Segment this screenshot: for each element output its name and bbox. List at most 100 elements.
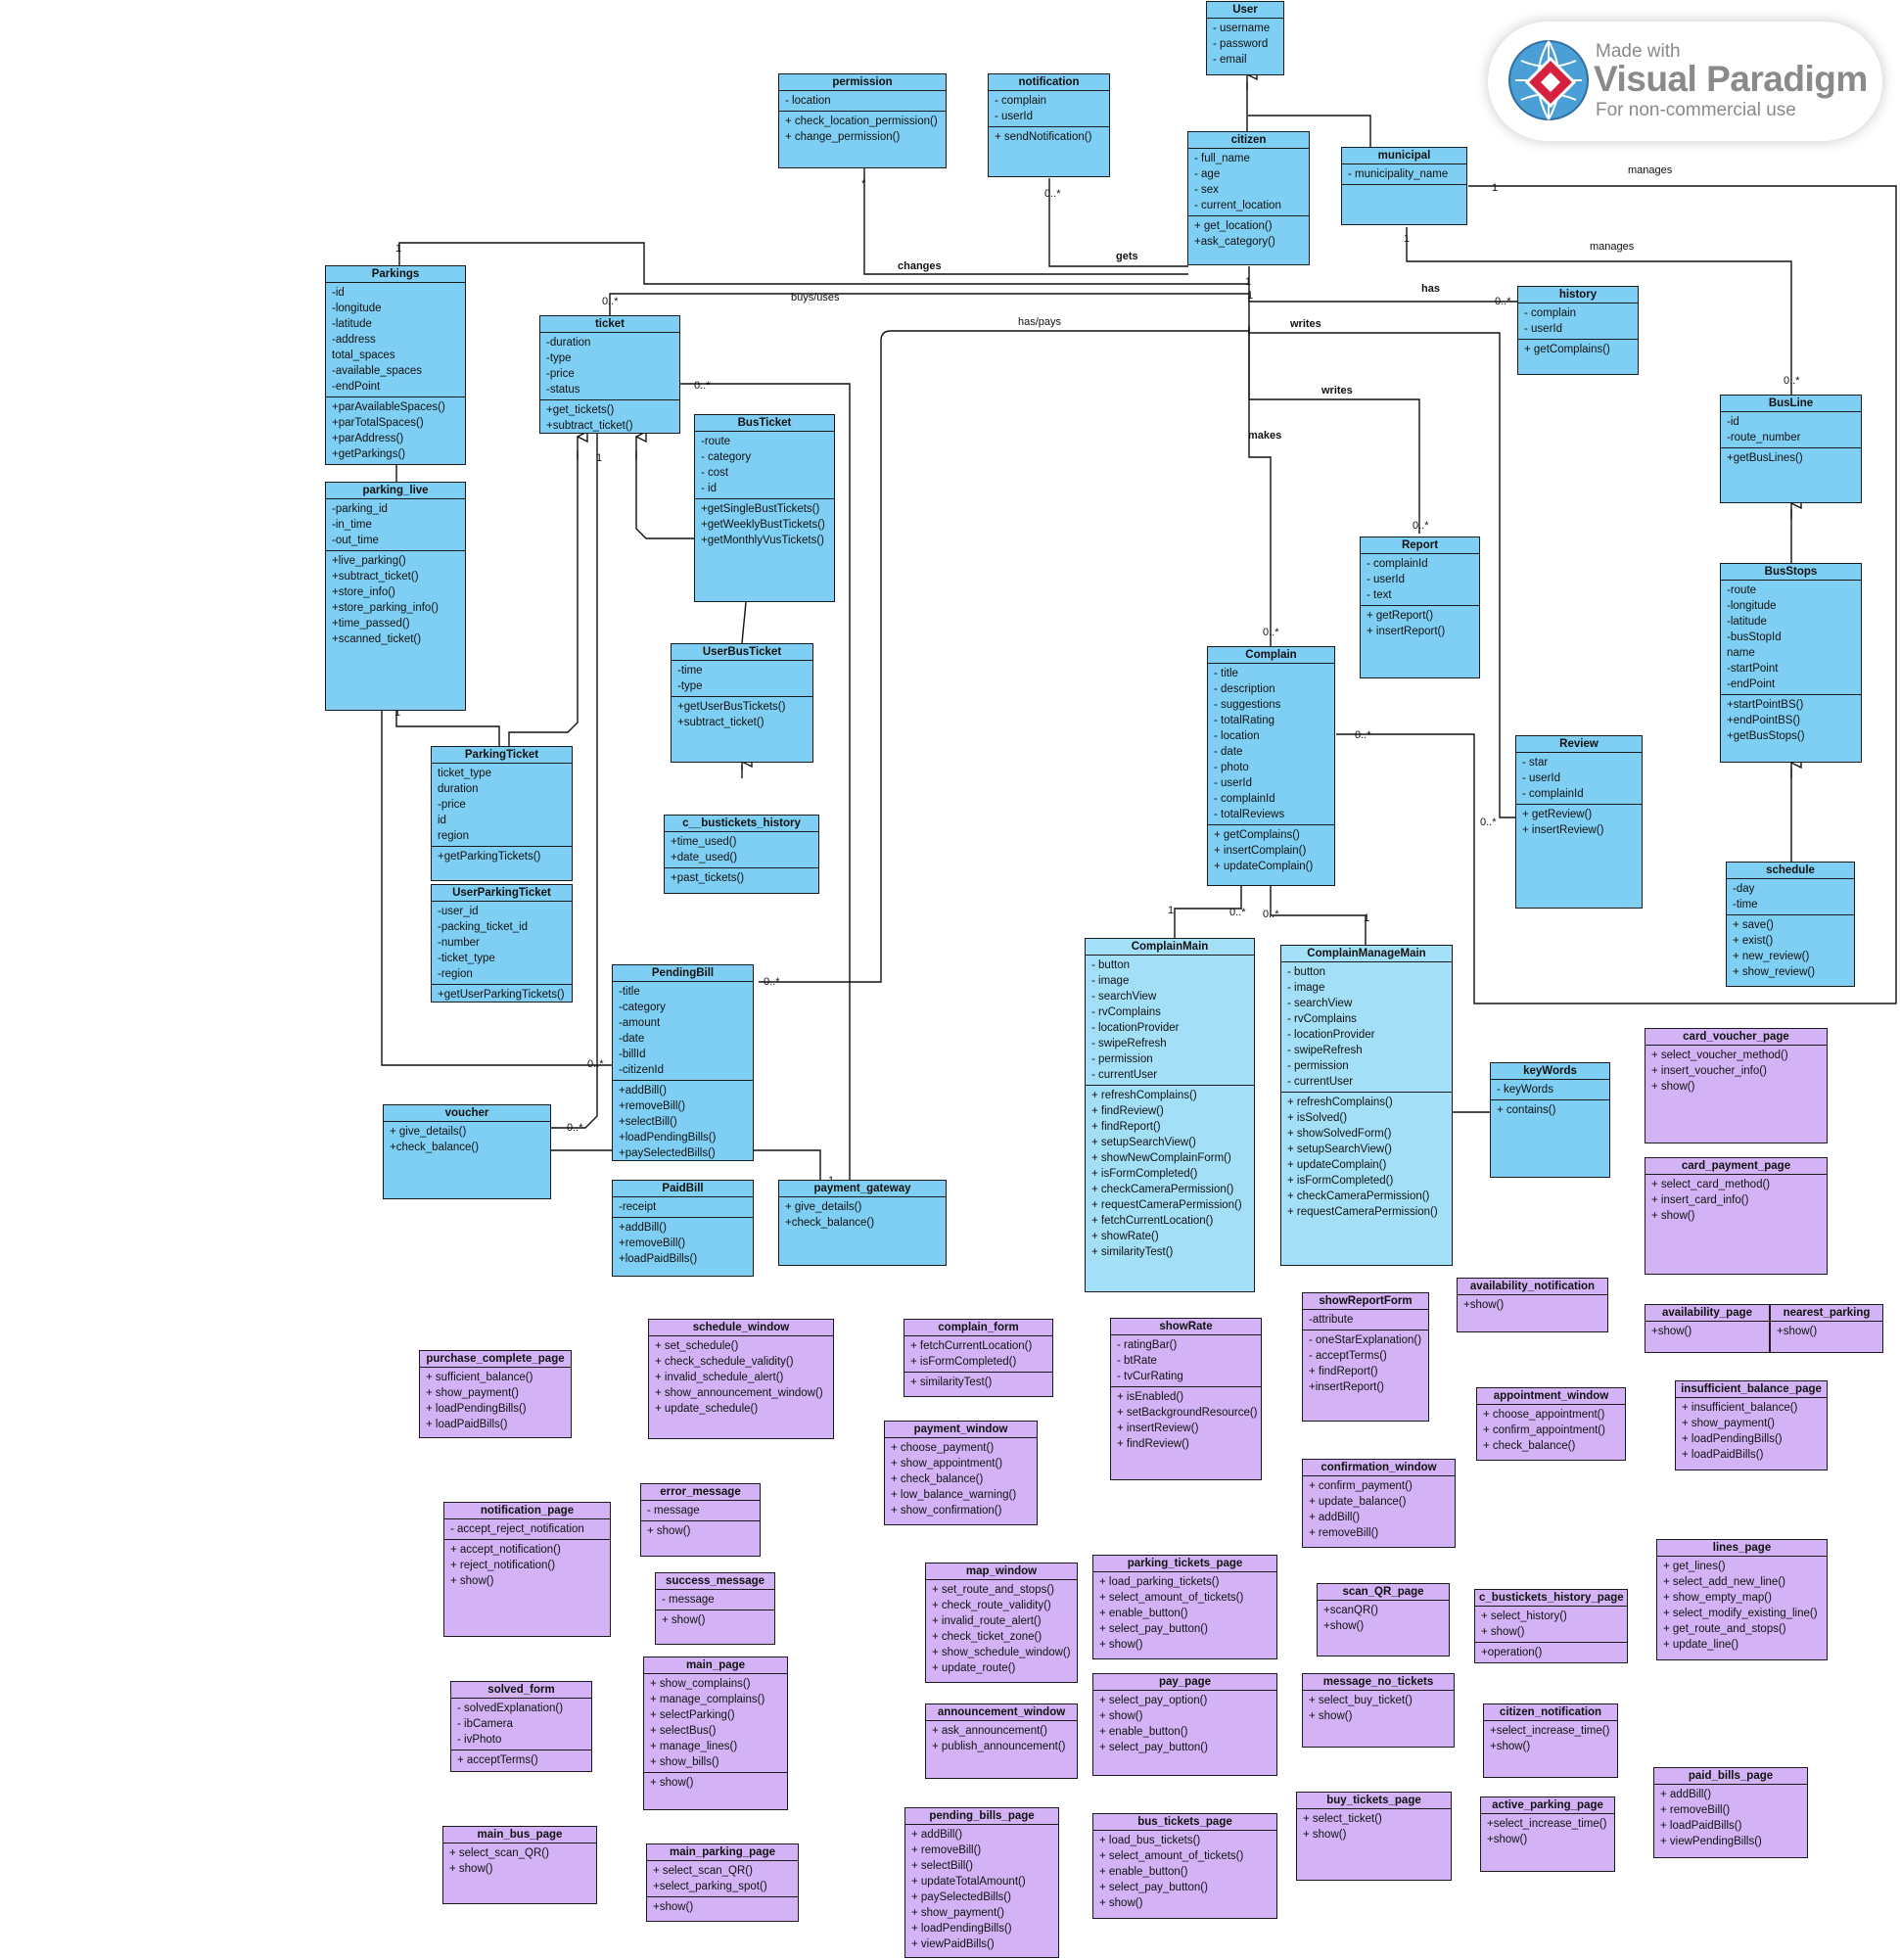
member-line: +show() [1777,1326,1818,1337]
class-box-pendingbill[interactable]: PendingBill-title-category-amount-date-b… [612,964,754,1161]
member-line: + show() [1651,1081,1695,1093]
citizen-user-generalization [1246,82,1371,149]
class-box-map-window[interactable]: map_window+ set_route_and_stops()+ check… [925,1563,1078,1683]
attribute-section: -time-type [672,661,812,697]
class-box-pending-bills-page[interactable]: pending_bills_page+ addBill()+ removeBil… [904,1807,1059,1958]
class-box-permission[interactable]: permission- location+ check_location_per… [778,73,947,168]
class-box-keywords[interactable]: keyWords- keyWords+ contains() [1490,1062,1610,1178]
class-box-main-bus-page[interactable]: main_bus_page+ select_scan_QR()+ show() [442,1826,597,1904]
operation-section: + set_schedule()+ check_schedule_validit… [649,1336,833,1419]
attribute-section: + select_scan_QR()+select_parking_spot() [647,1861,798,1897]
class-box-history[interactable]: history- complain- userId+ getComplains(… [1517,286,1639,375]
class-box-bus-tickets-page[interactable]: bus_tickets_page+ load_bus_tickets()+ se… [1092,1813,1277,1919]
member-line: -endPoint [332,381,381,393]
class-box-pay-page[interactable]: pay_page+ select_pay_option()+ show()+ e… [1092,1673,1277,1776]
class-box-user[interactable]: User- username- password- email [1206,1,1284,75]
class-box-availability-page[interactable]: availability_page+show() [1645,1304,1770,1353]
class-box-paidbill[interactable]: PaidBill-receipt+addBill()+removeBill()+… [612,1180,754,1277]
edge-label-changes: changes [898,260,942,272]
class-box-complain-form[interactable]: complain_form+ fetchCurrentLocation()+ i… [904,1319,1053,1397]
class-box-insufficient-balance-page[interactable]: insufficient_balance_page+ insufficient_… [1675,1380,1828,1470]
member-line: + get_lines() [1663,1561,1726,1572]
member-line: + load_parking_tickets() [1099,1576,1220,1588]
class-box-busline[interactable]: BusLine-id-route_number+getBusLines() [1720,395,1862,503]
class-box-purchase-complete-page[interactable]: purchase_complete_page+ sufficient_balan… [419,1350,572,1438]
member-line: -parking_id [332,503,388,515]
class-box-solved-form[interactable]: solved_form- solvedExplanation()- ibCame… [450,1681,592,1772]
class-box-paid-bills-page[interactable]: paid_bills_page+ addBill()+ removeBill()… [1653,1767,1808,1858]
class-box-schedule-window[interactable]: schedule_window+ set_schedule()+ check_s… [648,1319,834,1439]
mult-0n-complain: 0..* [1263,627,1279,638]
class-box-c-bustickets-history[interactable]: c__bustickets_history+time_used()+date_u… [664,815,819,894]
member-line: id [438,815,446,826]
member-line: +loadPendingBills() [619,1132,717,1143]
class-box-citizen[interactable]: citizen- full_name- age- sex- current_lo… [1187,131,1310,265]
mult-1-municipal-b: 1 [1404,233,1411,245]
class-box-message-no-tickets[interactable]: message_no_tickets+ select_buy_ticket()+… [1302,1673,1455,1748]
class-box-ticket[interactable]: ticket-duration-type-price-status+get_ti… [539,315,680,434]
class-box-busstops[interactable]: BusStops-route-longitude-latitude-busSto… [1720,563,1862,763]
attribute-section: - button- image- searchView- rvComplains… [1281,962,1452,1093]
class-box-citizen-notification[interactable]: citizen_notification+select_increase_tim… [1483,1703,1618,1778]
class-box-error-message[interactable]: error_message- message+ show() [640,1483,761,1557]
live-pendingbill-edge [381,711,612,1066]
class-box-notification[interactable]: notification- complain- userId+ sendNoti… [988,73,1110,177]
class-box-busticket[interactable]: BusTicket-route- category- cost- id+getS… [694,414,835,602]
class-box-nearest-parking[interactable]: nearest_parking+show() [1770,1304,1883,1353]
class-box-schedule[interactable]: schedule-day-time+ save()+ exist()+ new_… [1726,862,1855,987]
class-box-review[interactable]: Review- star- userId- complainId+ getRev… [1515,735,1643,909]
class-box-parking-tickets-page[interactable]: parking_tickets_page+ load_parking_ticke… [1092,1555,1277,1659]
class-name: scan_QR_page [1318,1584,1449,1601]
class-box-parking-live[interactable]: parking_live-parking_id-in_time-out_time… [325,482,466,711]
class-box-payment-window[interactable]: payment_window+ choose_payment()+ show_a… [884,1421,1038,1525]
member-line: + showNewComplainForm() [1091,1152,1231,1164]
class-box-complainmain[interactable]: ComplainMain- button- image- searchView-… [1085,938,1255,1292]
class-box-userbusticket[interactable]: UserBusTicket-time-type+getUserBusTicket… [671,643,813,763]
member-line: -address [332,334,376,346]
class-box-showrate[interactable]: showRate- ratingBar()- btRate- tvCurRati… [1110,1318,1262,1480]
class-box-c-bustickets-history-page[interactable]: c_bustickets_history_page+ select_histor… [1474,1589,1628,1663]
class-box-scan-qr-page[interactable]: scan_QR_page+scanQR()+show() [1317,1583,1450,1657]
class-box-main-page[interactable]: main_page+ show_complains()+ manage_comp… [643,1657,788,1810]
class-box-lines-page[interactable]: lines_page+ get_lines()+ select_add_new_… [1656,1539,1828,1660]
operation-section: +scanQR()+show() [1318,1601,1449,1636]
class-box-card-payment-page[interactable]: card_payment_page+ select_card_method()+… [1645,1157,1828,1275]
class-box-complainmanagemain[interactable]: ComplainManageMain- button- image- searc… [1280,945,1453,1266]
class-box-availability-notification[interactable]: availability_notification+show() [1457,1278,1608,1332]
class-box-showreportform[interactable]: showReportForm-attribute- oneStarExplana… [1302,1292,1429,1422]
member-line: +select_increase_time() [1487,1818,1607,1830]
class-box-confirmation-window[interactable]: confirmation_window+ confirm_payment()+ … [1302,1459,1456,1548]
class-name: appointment_window [1477,1388,1625,1405]
class-box-announcement-window[interactable]: announcement_window+ ask_announcement()+… [925,1703,1078,1779]
class-box-municipal[interactable]: municipal- municipality_name [1341,147,1467,225]
member-line: + show() [1309,1710,1353,1722]
class-name: main_bus_page [443,1827,596,1843]
class-box-appointment-window[interactable]: appointment_window+ choose_appointment()… [1476,1387,1626,1461]
member-line: + requestCameraPermission() [1091,1199,1242,1211]
class-name: showRate [1111,1319,1261,1335]
class-box-report[interactable]: Report- complainId- userId- text+ getRep… [1360,537,1480,678]
class-box-main-parking-page[interactable]: main_parking_page+ select_scan_QR()+sele… [646,1843,799,1922]
class-box-card-voucher-page[interactable]: card_voucher_page+ select_voucher_method… [1645,1028,1828,1143]
class-box-notification-page[interactable]: notification_page- accept_reject_notific… [443,1502,611,1637]
member-line: -status [546,384,580,396]
operation-section: + choose_appointment()+ confirm_appointm… [1477,1405,1625,1456]
member-line: + show_schedule_window() [932,1647,1071,1658]
class-box-voucher[interactable]: voucher+ give_details()+check_balance() [383,1104,551,1199]
member-line: + insert_voucher_info() [1651,1065,1767,1077]
class-box-active-parking-page[interactable]: active_parking_page+select_increase_time… [1480,1797,1615,1872]
member-line: - swipeRefresh [1287,1045,1363,1056]
class-box-success-message[interactable]: success_message- message+ show() [655,1572,775,1645]
member-line: - userId [995,111,1033,122]
class-box-payment-gateway[interactable]: payment_gateway+ give_details()+check_ba… [778,1180,947,1266]
class-box-complain[interactable]: Complain- title- description- suggestion… [1207,646,1335,886]
mult-0n-review: 0..* [1480,817,1497,828]
mult-0n-busline: 0..* [1784,375,1800,387]
class-box-userparkingticket[interactable]: UserParkingTicket-user_id-packing_ticket… [431,884,573,1003]
attribute-section: -user_id-packing_ticket_id-number-ticket… [432,902,572,985]
member-line: - cost [701,467,729,479]
class-box-buy-tickets-page[interactable]: buy_tickets_page+ select_ticket()+ show(… [1296,1792,1452,1881]
